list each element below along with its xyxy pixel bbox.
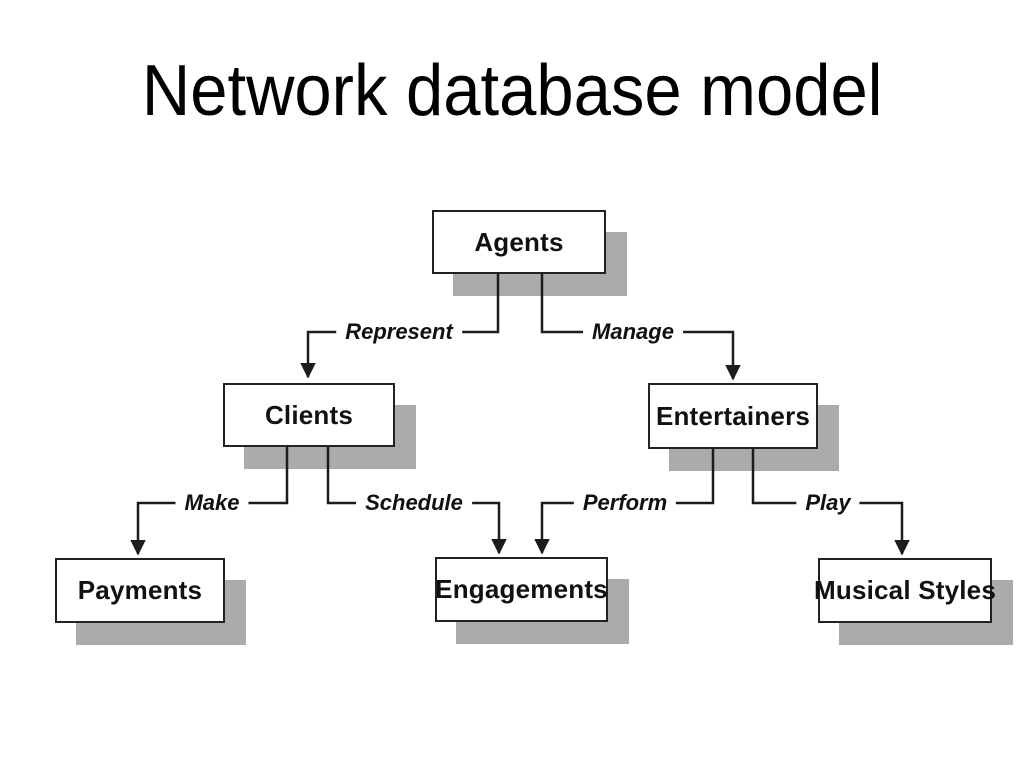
node-entertainers-label: Entertainers	[655, 400, 811, 431]
edge-label-make: Make	[175, 489, 249, 517]
node-clients: Clients	[223, 383, 395, 447]
edge-label-play: Play	[796, 489, 860, 517]
node-engagements-label: Engagements	[435, 574, 608, 604]
node-engagements: Engagements	[435, 557, 608, 622]
page-title-text: Network database model	[141, 51, 883, 131]
node-payments-label: Payments	[77, 575, 203, 605]
node-musical-styles-label: Musical Styles	[814, 575, 996, 605]
edge-label-perform: Perform	[573, 489, 677, 517]
node-entertainers: Entertainers	[648, 383, 818, 449]
edge-label-manage: Manage	[583, 318, 683, 346]
edge-label-schedule: Schedule	[356, 489, 472, 517]
node-payments: Payments	[55, 558, 225, 623]
page-title: Network database model	[0, 55, 1024, 127]
edge-label-represent: Represent	[336, 318, 462, 346]
node-musical-styles: Musical Styles	[814, 558, 996, 623]
node-agents: Agents	[432, 210, 606, 274]
node-agents-label: Agents	[474, 226, 564, 257]
node-clients-label: Clients	[264, 399, 354, 430]
